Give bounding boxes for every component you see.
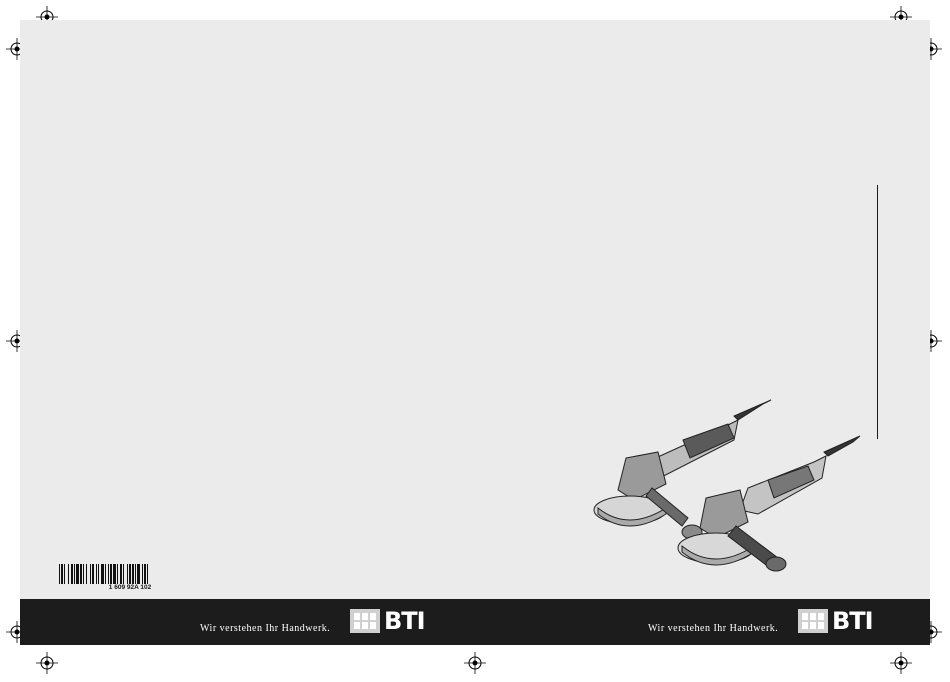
barcode-bar xyxy=(61,564,63,584)
barcode-bar xyxy=(147,564,148,584)
barcode-bar xyxy=(135,564,136,584)
barcode-bar xyxy=(76,564,79,584)
brand-text: BTI xyxy=(384,609,425,633)
slogan-left: Wir verstehen Ihr Handwerk. xyxy=(200,623,330,634)
bti-logo-left: BTI xyxy=(350,609,425,633)
barcode-bar xyxy=(129,564,131,584)
barcode-bar xyxy=(105,564,106,584)
barcode-bar xyxy=(92,564,94,584)
barcode-bar xyxy=(96,564,97,584)
grinder-front-icon xyxy=(678,436,860,571)
slogan-right: Wir verstehen Ihr Handwerk. xyxy=(648,623,778,634)
angle-grinder-illustration xyxy=(588,392,868,582)
barcode-bar xyxy=(137,564,140,584)
barcode-bar xyxy=(117,564,118,584)
barcode-bar xyxy=(142,564,143,584)
barcode-bar xyxy=(86,564,87,584)
brand-text: BTI xyxy=(832,609,873,633)
barcode-bar xyxy=(120,564,122,584)
bti-logo-mark-icon xyxy=(798,609,828,633)
barcode-bar xyxy=(123,564,124,584)
barcode-bar xyxy=(83,564,84,584)
barcode-bar xyxy=(132,564,134,584)
bti-logo-mark-icon xyxy=(350,609,380,633)
barcode-bar xyxy=(108,564,109,584)
barcode-bar xyxy=(74,564,75,584)
barcode-bar xyxy=(113,564,116,584)
barcode-bar xyxy=(101,564,104,584)
barcode-bar xyxy=(59,564,60,584)
barcode-bar xyxy=(90,564,91,584)
registration-mark-icon xyxy=(36,652,58,674)
barcode-bar xyxy=(64,564,65,584)
barcode-bar xyxy=(68,564,69,584)
footer-band xyxy=(20,599,930,645)
registration-mark-icon xyxy=(464,652,486,674)
barcode-bar xyxy=(110,564,112,584)
part-number: 1 609 92A 102 xyxy=(59,584,201,591)
barcode-bar xyxy=(144,564,146,584)
barcode-bar xyxy=(80,564,82,584)
fold-line xyxy=(877,185,878,439)
registration-mark-icon xyxy=(890,652,912,674)
barcode-bar xyxy=(127,564,128,584)
barcode-bar xyxy=(71,564,73,584)
bti-logo-right: BTI xyxy=(798,609,873,633)
barcode xyxy=(59,564,201,584)
barcode-bar xyxy=(98,564,99,584)
